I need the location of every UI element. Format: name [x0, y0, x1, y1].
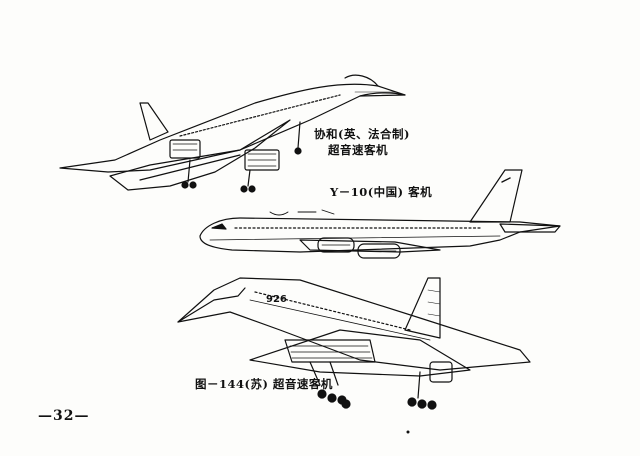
concorde-drawing: [59, 74, 406, 193]
y10-drawing: [199, 169, 561, 259]
concorde-caption-line1: 协和(英、法合制): [314, 127, 410, 141]
tu144-registration-marking: 926: [266, 294, 287, 305]
concorde-caption-line2: 超音速客机: [328, 143, 388, 157]
tu144-drawing: [177, 277, 531, 410]
y10-caption: Y－10(中国) 客机: [330, 185, 433, 199]
page-number: —32—: [38, 408, 90, 424]
tu144-caption: 图－144(苏) 超音速客机: [195, 377, 333, 391]
ink-dot: [406, 430, 410, 434]
